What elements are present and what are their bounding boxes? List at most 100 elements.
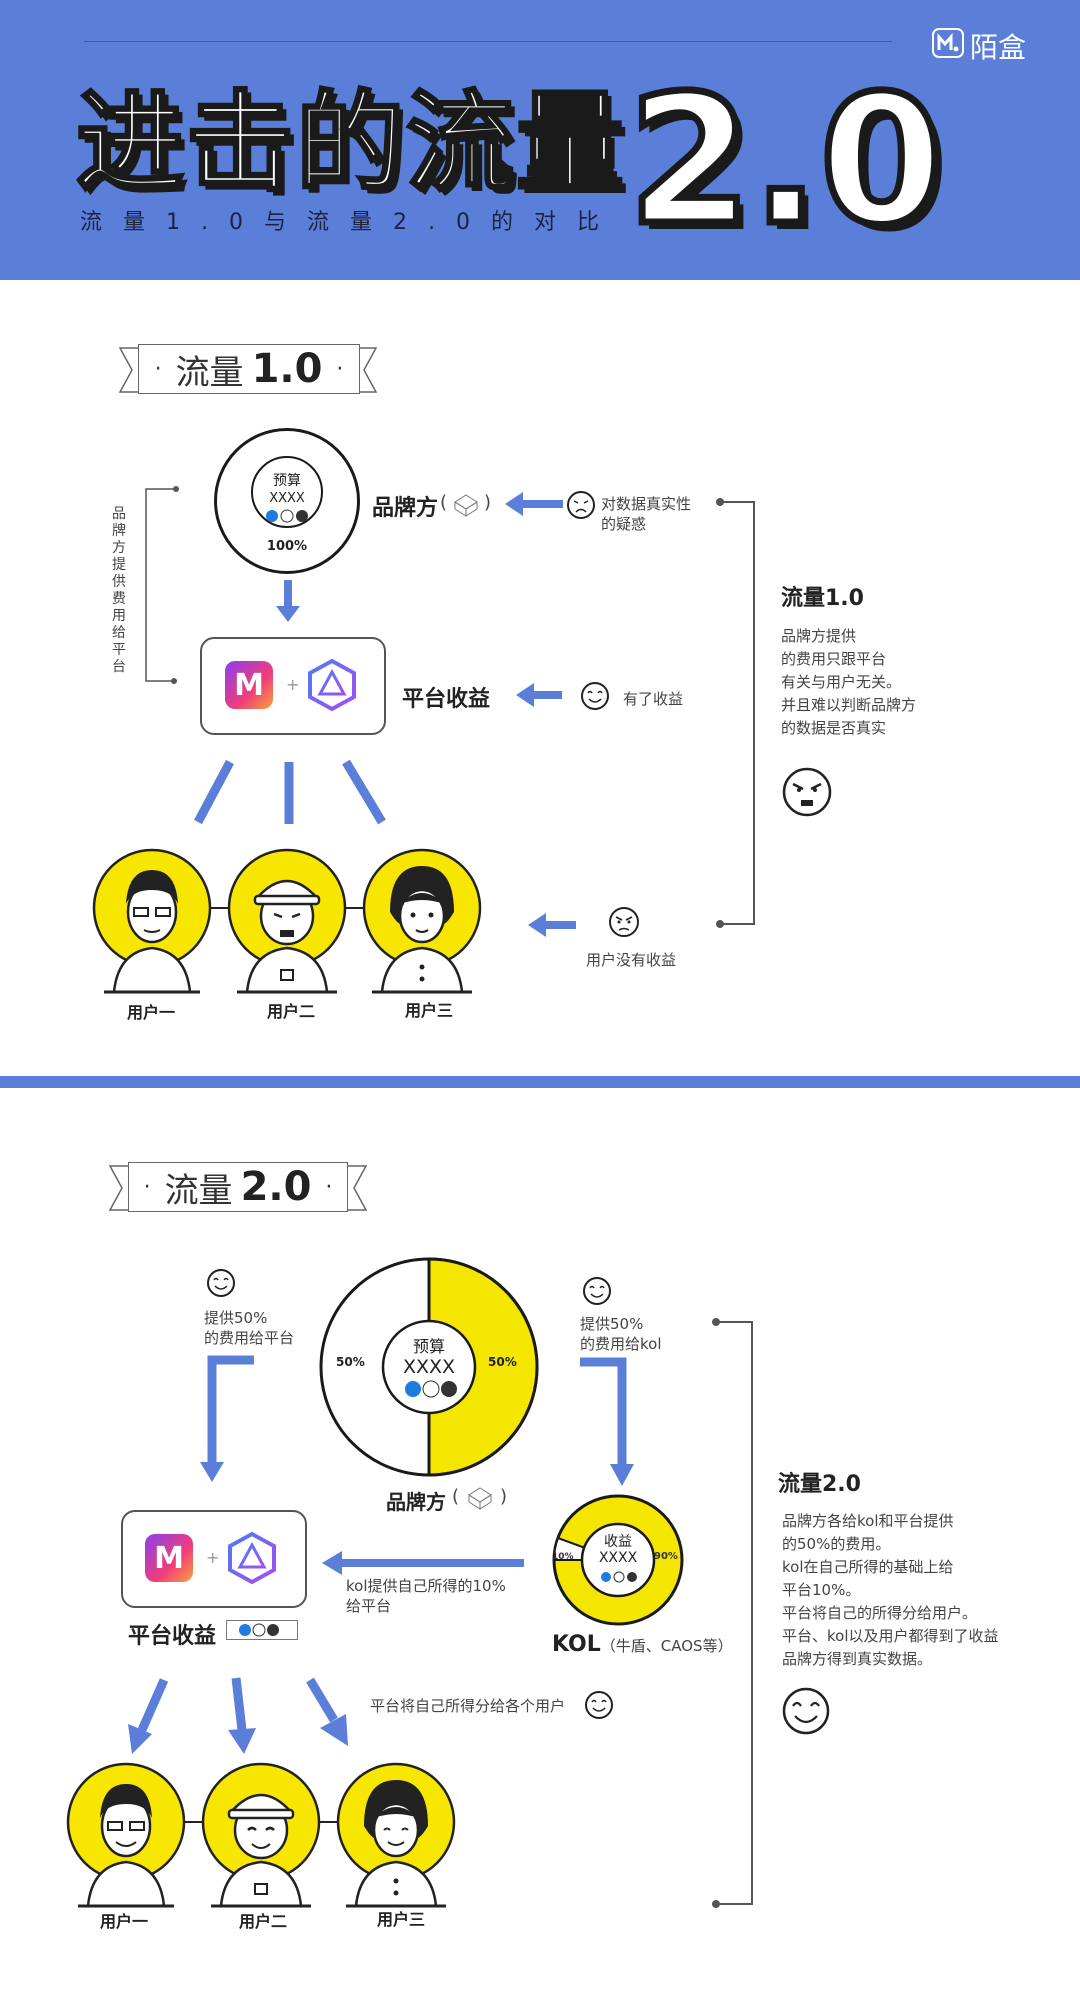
brand-label: 品牌方: [372, 496, 439, 521]
user-one-label: 用户一: [126, 1003, 175, 1022]
platform-label: 平台收益: [402, 687, 491, 712]
mobox-app-icon: M: [145, 1534, 193, 1582]
doubt-text: 对数据真实性的疑惑: [601, 495, 692, 533]
mobox-logo-icon: [932, 28, 964, 58]
plus-sign: +: [286, 675, 300, 694]
user-three-label: 用户三: [376, 1910, 425, 1929]
kol-to-platform-note: kol提供自己所得的10% 给平台: [346, 1576, 506, 1616]
right-note: 提供50% 的费用给kol: [580, 1314, 662, 1354]
platform-label: 平台收益: [128, 1624, 217, 1649]
kol-sub: （牛盾、CAOS等）: [600, 1637, 733, 1655]
user-one-avatar: [66, 1762, 186, 1908]
budget-label: 预算: [412, 1337, 445, 1356]
banner-prefix: 流量: [175, 352, 244, 393]
smile-face-icon: [583, 1277, 611, 1305]
pie-left-pct: 50%: [336, 1355, 365, 1369]
side-text-2: 品牌方各给kol和平台提供 的50%的费用。 kol在自己所得的基础上给 平台1…: [782, 1510, 999, 1671]
hexagon-logo-icon: [308, 658, 356, 712]
currency-icons: [404, 1380, 458, 1402]
logo-text: 陌盒: [970, 31, 1027, 64]
brand-paren-open: (: [452, 1486, 460, 1507]
side-line: 平台、kol以及用户都得到了收益: [782, 1627, 999, 1645]
brand-paren-close: ): [500, 1486, 508, 1507]
banner-version: 1.0: [251, 346, 323, 392]
side-line: 的50%的费用。: [782, 1535, 891, 1553]
right-bracket: [712, 1318, 753, 1908]
distribution-lines: [194, 760, 386, 825]
banner-prefix: 流量: [164, 1170, 233, 1211]
side-title-2: 流量2.0: [778, 1472, 861, 1497]
plus-sign: +: [206, 1548, 220, 1567]
currency-icons: [600, 1568, 638, 1587]
kol-pct-small: 10%: [552, 1552, 574, 1562]
arrow-left-icon: [505, 492, 563, 516]
smile-face-icon: [581, 682, 609, 710]
kol-income-value: XXXX: [598, 1550, 638, 1566]
budget-pie: [319, 1257, 539, 1477]
section-divider: [0, 1076, 1080, 1088]
right-bracket: [716, 498, 755, 928]
happy-face-icon: [782, 1687, 830, 1735]
user-two-avatar: [227, 848, 347, 994]
page-subtitle: 流量1.0与流量2.0的对比: [80, 210, 620, 235]
kol-label-group: KOL（牛盾、CAOS等）: [552, 1632, 733, 1657]
budget-label: 预算: [273, 473, 301, 489]
arrow-left-icon: [516, 683, 562, 707]
kol-income-label: 收益: [604, 1534, 632, 1550]
arrow-left-icon: [322, 1551, 524, 1575]
banner-ribbon-shape: [108, 1165, 368, 1211]
platform-share-text: 平台将自己所得分给各个用户: [370, 1697, 566, 1715]
header-banner: [0, 0, 1080, 280]
mobox-app-icon: M: [225, 661, 273, 709]
arrow-down-icon: [276, 580, 300, 622]
brand-paren-close: ): [484, 492, 492, 513]
header-rule: [84, 41, 892, 42]
budget-value: XXXX: [269, 491, 305, 506]
note-line: kol提供自己所得的10%: [346, 1577, 506, 1595]
title-version: 2.0: [624, 57, 946, 264]
left-bracket: [145, 486, 179, 684]
budget-percent: 100%: [266, 539, 308, 554]
brand-label: 品牌方: [386, 1490, 446, 1514]
budget-inner-circle: [251, 456, 323, 528]
side-line: 品牌方提供: [781, 627, 857, 645]
side-title-1: 流量1.0: [781, 586, 864, 611]
side-line: 并且难以判断品牌方: [781, 696, 917, 714]
arrow-left-icon: [528, 913, 576, 937]
side-line: 平台10%。: [782, 1581, 861, 1599]
left-note: 提供50% 的费用给平台: [204, 1308, 294, 1348]
page-title: 进击的流量: [74, 81, 627, 206]
banner-version: 2.0: [240, 1164, 312, 1210]
user-one-avatar: [92, 848, 212, 994]
brand-logo-icon: [452, 492, 480, 522]
side-line: 品牌方各给kol和平台提供: [782, 1512, 954, 1530]
user-no-income-text: 用户没有收益: [586, 951, 677, 969]
platform-income-text: 有了收益: [623, 690, 684, 708]
side-line: 品牌方得到真实数据。: [782, 1650, 933, 1668]
elbow-arrow-down-icon: [200, 1355, 254, 1482]
user-two-label: 用户二: [266, 1002, 315, 1021]
user-three-avatar: [362, 848, 482, 994]
angry-face-icon: [782, 767, 832, 817]
brand-logo-icon: [466, 1485, 494, 1515]
note-line: 提供50%: [580, 1315, 644, 1333]
side-line: kol在自己所得的基础上给: [782, 1558, 954, 1576]
hexagon-logo-icon: [228, 1531, 276, 1585]
side-line: 平台将自己的所得分给用户。: [782, 1604, 978, 1622]
side-line: 的数据是否真实: [781, 719, 887, 737]
budget-value: XXXX: [402, 1356, 456, 1378]
kol-label: KOL: [552, 1632, 601, 1657]
user-one-label: 用户一: [99, 1912, 148, 1931]
kol-pct-large: 90%: [654, 1551, 678, 1562]
brand-paren-open: (: [440, 492, 448, 513]
annoyed-face-icon: [609, 907, 639, 937]
pie-right-pct: 50%: [488, 1355, 517, 1369]
smile-face-icon: [207, 1269, 235, 1297]
currency-icons: [265, 509, 311, 526]
side-text-1: 品牌方提供 的费用只跟平台 有关与用户无关。 并且难以判断品牌方 的数据是否真实: [781, 625, 916, 740]
distribution-arrows: [128, 1677, 348, 1754]
user-two-label: 用户二: [238, 1912, 287, 1931]
note-line: 提供50%: [204, 1309, 268, 1327]
